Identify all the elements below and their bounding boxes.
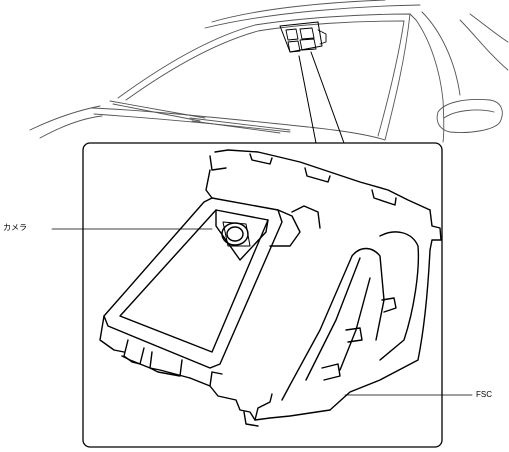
camera-label: カメラ xyxy=(3,223,27,232)
detail-frame xyxy=(82,142,443,448)
fsc-module-drawing xyxy=(99,149,442,427)
vehicle-windshield-illustration xyxy=(29,0,509,143)
fsc-label: FSC xyxy=(476,390,492,399)
leader-lines xyxy=(51,228,473,396)
callout-wedge xyxy=(298,51,345,144)
